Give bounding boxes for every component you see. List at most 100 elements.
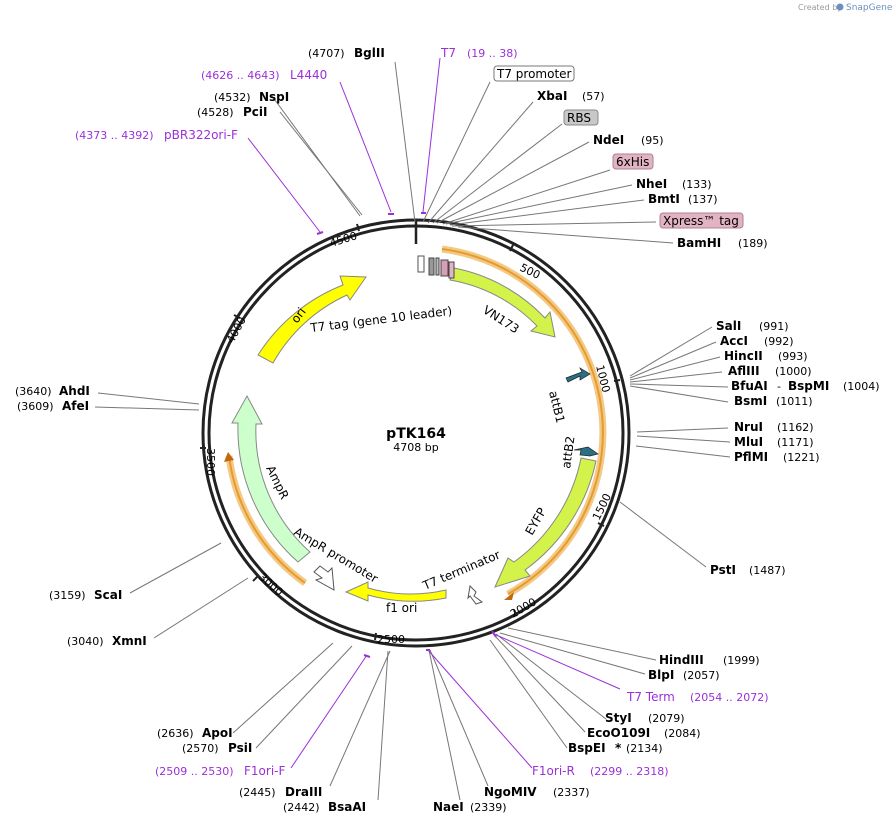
enzyme-apoi[interactable]: (2636)ApoI [157,726,233,740]
backbone-outer-strand [201,218,631,648]
t7-promoter-box[interactable]: T7 promoter [493,65,575,82]
svg-text:XbaI: XbaI [537,89,567,103]
xpress-tag-box[interactable]: Xpress™ tag [659,212,744,229]
enzyme-scai[interactable]: (3159)ScaI [49,588,122,602]
svg-text:(2509 .. 2530): (2509 .. 2530) [155,765,234,778]
svg-text:(2442): (2442) [283,801,320,814]
svg-text:T7: T7 [440,46,456,60]
primer-t7-term[interactable]: T7 Term(2054 .. 2072) [626,690,769,704]
svg-text:ApoI: ApoI [202,726,233,740]
eyfp-arrow[interactable] [494,457,597,588]
svg-text:XmnI: XmnI [112,634,147,648]
primer-leader-lines [247,57,621,769]
svg-text:(1004): (1004) [843,380,880,393]
enzyme-hindiii[interactable]: HindIII(1999) [659,653,760,667]
primer-f1ori-f[interactable]: (2509 .. 2530) F1ori-F [155,764,285,778]
rbs-marker[interactable] [428,257,435,276]
f1-ori-arrow[interactable] [344,581,447,602]
enzyme-nspi[interactable]: (4532) NspI [214,90,289,104]
enzyme-nhei[interactable]: NheI (133) [636,177,712,191]
svg-text:F1ori-F: F1ori-F [244,764,285,778]
svg-text:NgoMIV: NgoMIV [484,785,537,799]
svg-text:(2084): (2084) [664,727,701,740]
svg-text:(2057): (2057) [683,669,720,682]
svg-text:L4440: L4440 [290,68,327,82]
svg-text:EcoO109I: EcoO109I [587,726,650,740]
enzyme-bsaai[interactable]: (2442)BsaAI [283,800,366,814]
t7-promoter-marker[interactable] [417,255,425,273]
attb2-marker[interactable] [573,446,599,457]
svg-text:PflMI: PflMI [734,450,768,464]
enzyme-bspei[interactable]: BspEI*(2134) [568,741,663,755]
svg-text:2500: 2500 [377,633,405,646]
rbs-box[interactable]: RBS [563,109,599,126]
enzyme-bamhi[interactable]: BamHI(189) [677,236,768,250]
enzyme-pflmi[interactable]: PflMI(1221) [734,450,820,464]
enzyme-afliii[interactable]: AflIII(1000) [728,364,812,378]
enzyme-ecoo109i[interactable]: EcoO109I (2084) [587,726,701,740]
enzyme-xmni[interactable]: (3040)XmnI [67,634,147,648]
enzyme-psti[interactable]: PstI(1487) [710,563,786,577]
enzyme-pcii[interactable]: (4528)PciI [197,105,268,119]
svg-text:BspEI: BspEI [568,741,606,755]
svg-text:BsmI: BsmI [734,394,767,408]
svg-text:HindIII: HindIII [659,653,704,667]
t7-terminator-arrow[interactable] [467,584,484,605]
svg-text:(2134): (2134) [626,742,663,755]
t7-tag-marker[interactable] [435,257,440,276]
enzyme-ngomiv[interactable]: NgoMIV(2337) [484,785,590,799]
vn173-arrow[interactable] [449,267,556,338]
enzyme-afei[interactable]: (3609)AfeI [17,399,89,413]
enzyme-bmti[interactable]: BmtI(137) [648,192,718,206]
primer-f1ori-r[interactable]: F1ori-R(2299 .. 2318) [532,764,669,778]
primer-pbr322ori-f[interactable]: (4373 .. 4392)pBR322ori-F [75,128,238,142]
svg-text:(2054 .. 2072): (2054 .. 2072) [690,691,769,704]
enzyme-ndei[interactable]: NdeI(95) [593,133,664,147]
svg-text:(4532): (4532) [214,91,251,104]
svg-text:BmtI: BmtI [648,192,680,206]
6xhis-box[interactable]: 6xHis [612,153,654,170]
tick-3500: 3500 [200,447,217,476]
primer-l4440[interactable]: (4626 .. 4643)L4440 [201,68,327,82]
enzyme-bsmi[interactable]: BsmI (1011) [734,394,813,408]
svg-text:(3159): (3159) [49,589,86,602]
svg-text:(993): (993) [778,350,808,363]
enzyme-xbai[interactable]: XbaI(57) [537,89,605,103]
svg-text:NaeI: NaeI [433,800,464,814]
enzyme-bglii[interactable]: (4707)BglII [308,46,385,60]
enzyme-psii[interactable]: (2570)PsiI [182,741,252,755]
svg-text:AccI: AccI [720,334,748,348]
svg-text:4500: 4500 [328,229,359,250]
svg-text:(1162): (1162) [777,421,814,434]
enzyme-blpi[interactable]: BlpI (2057) [648,668,720,682]
svg-text:NheI: NheI [636,177,667,191]
svg-text:(133): (133) [682,178,712,191]
attb1-marker[interactable] [565,367,591,383]
svg-text:(1000): (1000) [775,365,812,378]
enzyme-nrui[interactable]: NruI(1162) [734,420,814,434]
svg-text:(1171): (1171) [777,436,814,449]
enzyme-sali[interactable]: SalI(991) [716,319,789,333]
enzyme-mlui[interactable]: MluI(1171) [734,435,814,449]
enzyme-bfuai-bspmi[interactable]: BfuAI-BspMI(1004) [731,379,880,393]
svg-text:(1011): (1011) [776,395,813,408]
ori-arrow[interactable] [257,275,367,364]
svg-text:BlpI: BlpI [648,668,674,682]
enzyme-hincii[interactable]: HincII(993) [724,349,808,363]
enzyme-ahdi[interactable]: (3640)AhdI [15,384,90,398]
primer-t7[interactable]: T7(19 .. 38) [440,46,518,60]
enzyme-draiii[interactable]: (2445)DraIII [239,785,322,799]
6xhis-marker[interactable] [440,259,449,277]
svg-text:RBS: RBS [567,111,591,125]
svg-text:NspI: NspI [259,90,289,104]
svg-text:T7 promoter: T7 promoter [496,67,572,81]
svg-text:(991): (991) [759,320,789,333]
enzyme-styi[interactable]: StyI(2079) [605,711,685,725]
ampr-arrow[interactable] [231,394,311,563]
enzyme-acci[interactable]: AccI(992) [720,334,794,348]
enzyme-naei[interactable]: NaeI(2339) [433,800,507,814]
ampr-promoter-arrow[interactable] [313,565,335,591]
svg-text:(4707): (4707) [308,47,345,60]
xpress-tag-marker[interactable] [448,261,455,279]
